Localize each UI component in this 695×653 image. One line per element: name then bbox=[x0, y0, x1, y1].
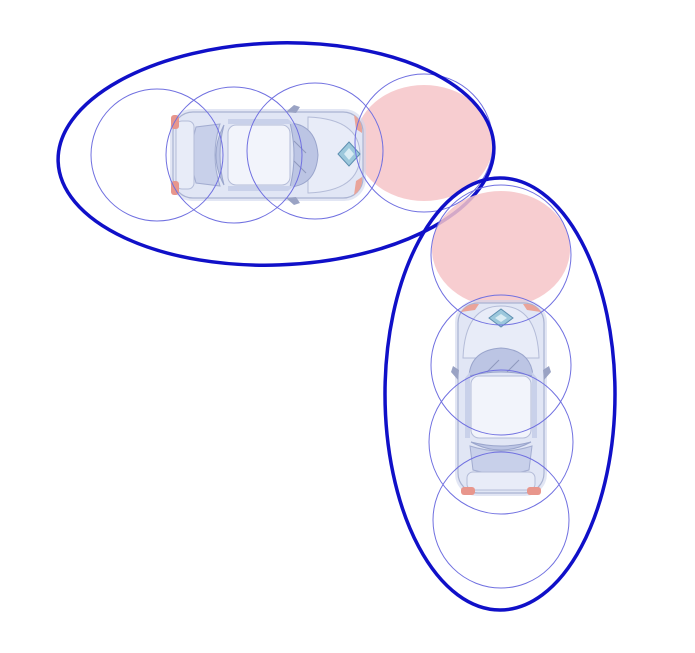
badge-icon bbox=[488, 308, 514, 328]
front-zone-circle bbox=[432, 191, 570, 307]
front-zone-circle bbox=[355, 85, 493, 201]
vehicle-1-zone bbox=[56, 41, 496, 267]
coverage-circle bbox=[90, 88, 224, 222]
car-topview-icon bbox=[169, 104, 367, 206]
coverage-circle bbox=[432, 451, 570, 589]
vehicle-2-zone bbox=[383, 176, 617, 612]
boundary-ellipse bbox=[56, 41, 496, 267]
boundary-ellipse bbox=[383, 176, 617, 612]
coverage-circle bbox=[430, 294, 572, 436]
coverage-circle bbox=[428, 369, 574, 515]
car-topview-icon bbox=[450, 299, 552, 497]
coverage-circle bbox=[246, 82, 384, 220]
coverage-circle bbox=[165, 86, 303, 224]
badge-icon bbox=[337, 141, 361, 167]
coverage-circle bbox=[430, 184, 572, 326]
